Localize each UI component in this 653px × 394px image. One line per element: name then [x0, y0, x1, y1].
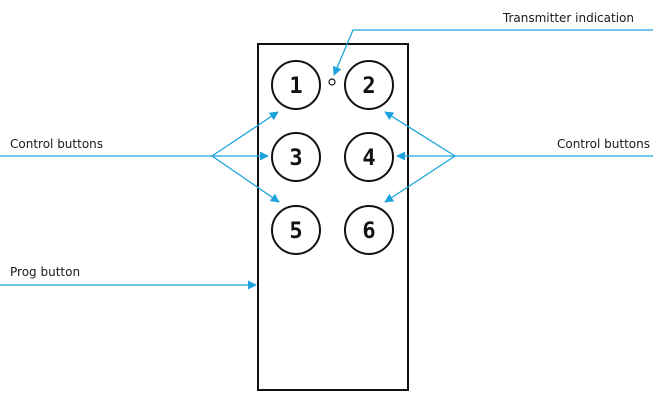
- remote-button-2[interactable]: 2: [344, 60, 394, 110]
- remote-button-2-label: 2: [362, 74, 375, 99]
- remote-button-5-label: 5: [289, 219, 302, 244]
- remote-button-3[interactable]: 3: [271, 132, 321, 182]
- transmitter-indication-leader: [333, 29, 653, 76]
- control-buttons-left-label: Control buttons: [10, 137, 103, 151]
- transmitter-indication-label: Transmitter indication: [502, 11, 634, 25]
- remote-button-6-label: 6: [362, 219, 375, 244]
- control-buttons-left-leader: [0, 111, 280, 203]
- remote-button-4[interactable]: 4: [344, 132, 394, 182]
- control-buttons-right-leader: [384, 111, 653, 203]
- remote-button-6[interactable]: 6: [344, 205, 394, 255]
- remote-button-1-label: 1: [289, 74, 302, 99]
- remote-button-4-label: 4: [362, 146, 375, 171]
- prog-button-label: Prog button: [10, 265, 80, 279]
- remote-button-3-label: 3: [289, 146, 302, 171]
- transmitter-led: [328, 78, 336, 86]
- control-buttons-right-label: Control buttons: [557, 137, 650, 151]
- remote-button-5[interactable]: 5: [271, 205, 321, 255]
- remote-button-1[interactable]: 1: [271, 60, 321, 110]
